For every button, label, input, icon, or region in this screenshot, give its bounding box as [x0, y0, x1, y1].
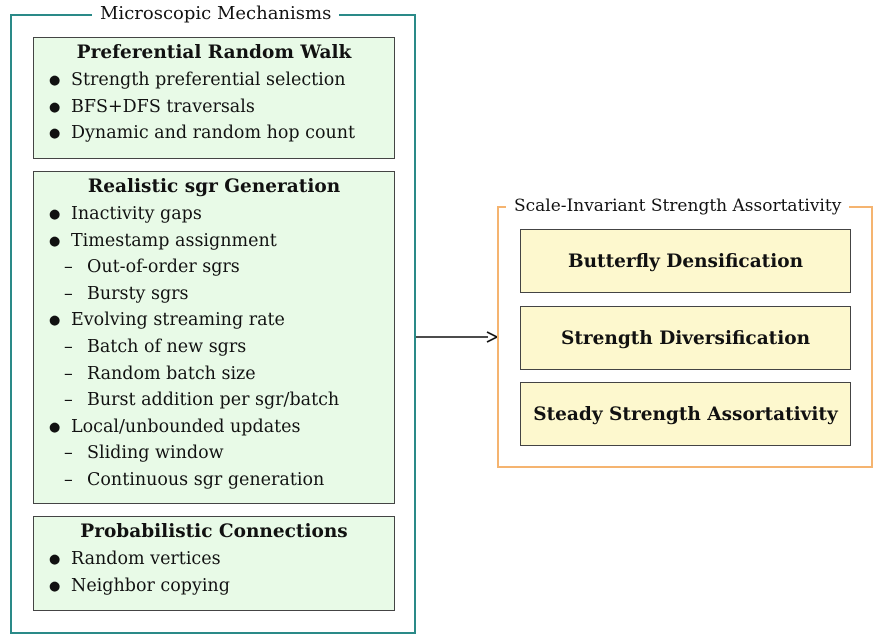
list-item-text: Burst addition per sgr/batch	[87, 390, 340, 411]
list-item-text: Continuous sgr generation	[87, 469, 325, 490]
sub-list-item: –Sliding window	[34, 440, 394, 467]
list-item: ● Local/unbounded updates	[34, 414, 394, 441]
bullet-marker: ●	[49, 552, 61, 567]
butterfly-densification-box: Butterfly Densification	[520, 229, 851, 293]
microscopic-mechanisms-group: Microscopic Mechanisms Preferential Rand…	[10, 3, 416, 634]
list-item: ● BFS+DFS traversals	[34, 94, 394, 121]
dash-marker: –	[64, 443, 73, 464]
dash-marker: –	[64, 336, 73, 357]
dash-marker: –	[64, 363, 73, 384]
probabilistic-connections-list: ● Random vertices ● Neighbor copying	[34, 546, 394, 599]
realistic-sgr-generation-list: ●Inactivity gaps●Timestamp assignment–Ou…	[34, 201, 394, 494]
realistic-sgr-generation-title: Realistic sgr Generation	[87, 176, 341, 197]
list-item-text: Bursty sgrs	[87, 283, 189, 304]
preferential-random-walk-list: ● Strength preferential selection ● BFS+DFS…	[34, 67, 394, 147]
probabilistic-connections-box: Probabilistic Connections ● Random vertic…	[33, 516, 395, 611]
list-item-text: Dynamic and random hop count	[71, 123, 356, 144]
sub-list-item: –Batch of new sgrs	[34, 334, 394, 361]
list-item-text: Random vertices	[71, 549, 221, 569]
strength-diversification-box: Strength Diversification	[520, 306, 851, 370]
list-item: ● Neighbor copying	[34, 573, 394, 600]
list-item: ● Dynamic and random hop count	[34, 120, 394, 147]
preferential-random-walk-box: Preferential Random Walk ● Strength prefe…	[33, 37, 395, 159]
strength-assortativity-title: Scale-Invariant Strength Assortativity	[506, 195, 850, 217]
bullet-marker: ●	[49, 578, 61, 594]
bullet-marker: ●	[49, 419, 61, 435]
bullet-marker: ●	[49, 207, 61, 222]
realistic-sgr-generation-box: Realistic sgr Generation ● Inactivity gap…	[33, 171, 395, 504]
strength-assortativity-group: Scale-Invariant Strength Assortativity B…	[497, 195, 873, 468]
list-item-text: Out-of-order sgrs	[87, 257, 240, 278]
list-item-text: Timestamp assignment	[71, 230, 277, 251]
sub-list-item: –Bursty sgrs	[34, 281, 394, 308]
dash-marker: –	[64, 283, 73, 304]
list-item-text: Sliding window	[87, 443, 224, 464]
list-item: ● Timestamp assignment	[34, 228, 394, 255]
list-item-text: Batch of new sgrs	[87, 336, 247, 357]
bullet-marker: ●	[49, 73, 61, 88]
microscopic-mechanisms-title: Microscopic Mechanisms	[92, 3, 340, 25]
sub-list-item: –Random batch size	[34, 361, 394, 388]
list-item-text: Strength preferential selection	[71, 70, 346, 90]
dash-marker: –	[64, 469, 73, 490]
bullet-marker: ●	[49, 126, 61, 142]
list-item-text: Local/unbounded updates	[71, 416, 301, 437]
list-item-text: BFS+DFS traversals	[71, 96, 255, 117]
list-item: ● Strength preferential selection	[34, 67, 394, 94]
steady-strength-assortativity-box: Steady Strength Assortativity	[520, 382, 851, 446]
preferential-random-walk-title: Preferential Random Walk	[76, 42, 352, 63]
sub-list-item: –Continuous sgr generation	[34, 467, 394, 494]
bullet-marker: ●	[49, 313, 61, 329]
arrow-head	[486, 331, 499, 343]
list-item-text: Evolving streaming rate	[71, 310, 285, 331]
list-item-text: Random batch size	[87, 363, 256, 384]
dash-marker: –	[64, 257, 73, 278]
list-item: ● Inactivity gaps	[34, 201, 394, 228]
sub-list-item: –Out-of-order sgrs	[34, 254, 394, 281]
list-item-text: Inactivity gaps	[71, 204, 202, 224]
sub-list-item: –Burst addition per sgr/batch	[34, 387, 394, 414]
bullet-marker: ●	[49, 99, 61, 115]
bullet-marker: ●	[49, 233, 61, 249]
list-item: ● Evolving streaming rate	[34, 307, 394, 334]
probabilistic-connections-title: Probabilistic Connections	[80, 521, 348, 542]
list-item-text: Neighbor copying	[71, 575, 230, 596]
list-item: ● Random vertices	[34, 546, 394, 573]
dash-marker: –	[64, 390, 73, 411]
